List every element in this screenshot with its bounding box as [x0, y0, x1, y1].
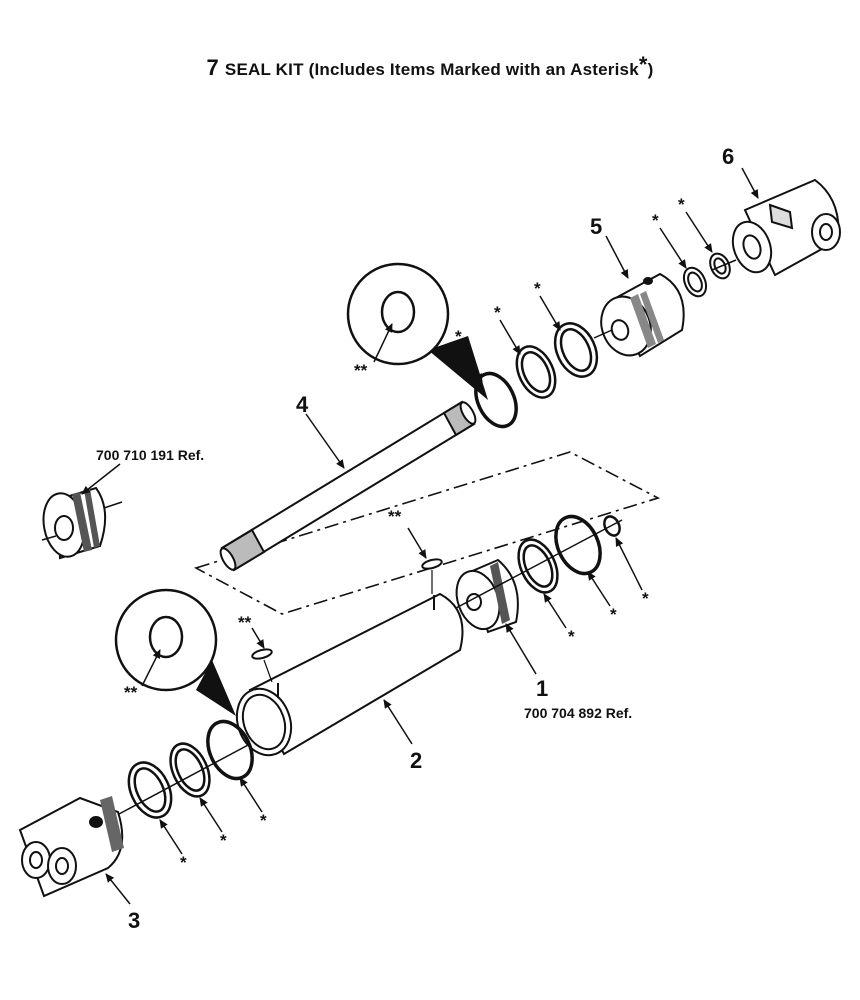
o-ring-upper: [474, 371, 518, 429]
base-clevis-part: [18, 796, 124, 898]
asterisk-rod-seal: *: [678, 195, 685, 214]
callout-3: 3: [128, 908, 140, 933]
seal-detail-lower: [114, 588, 236, 716]
title-asterisk: *: [638, 52, 648, 77]
title-text: SEAL KIT (Includes Items Marked with an …: [224, 60, 639, 79]
rod-wiper-seal: [709, 252, 731, 280]
pin-upper: [421, 558, 443, 570]
asterisk-piston-o-ring: *: [610, 605, 617, 624]
callout-1: 1: [536, 676, 548, 701]
seal-detail-upper: [346, 262, 488, 400]
callout-2: 2: [410, 748, 422, 773]
axis-line-piston-left: [41, 535, 57, 541]
piston-rod-part: [219, 400, 477, 572]
asterisk-backup-ring: *: [494, 303, 501, 322]
assembly-boundary: [193, 451, 661, 615]
retaining-ring: [553, 322, 599, 378]
gland-part: [600, 272, 685, 358]
callout-5: 5: [590, 214, 602, 239]
double-asterisk-detail-lower: **: [124, 683, 138, 702]
double-asterisk-pin-upper: **: [388, 507, 402, 526]
callout-4: 4: [296, 392, 309, 417]
rod-seal: [682, 266, 708, 298]
axis-line-piston-item1: [455, 519, 623, 609]
pin-lower: [251, 648, 273, 660]
axis-line-piston-right: [103, 501, 123, 509]
backup-ring-upper: [515, 345, 557, 399]
piston-ref-label: 700 710 191 Ref.: [96, 447, 204, 463]
piston-ref-part: [42, 486, 107, 560]
title-close: ): [647, 60, 654, 79]
asterisk-piston-small-ring: *: [642, 589, 649, 608]
asterisk-rod-wiper: *: [652, 211, 659, 230]
item1-ref-label: 700 704 892 Ref.: [524, 705, 632, 721]
asterisk-lower-o-ring: *: [260, 811, 267, 830]
axis-line-lower: [103, 743, 251, 823]
retaining-ring-lower: [127, 761, 173, 819]
callout-6: 6: [722, 144, 734, 169]
double-asterisk-detail-upper: **: [354, 361, 368, 380]
axis-line-gland: [593, 329, 613, 339]
title-kit-number: 7: [206, 55, 219, 80]
double-asterisk-pin-lower: **: [238, 613, 252, 632]
barrel-part: [235, 592, 464, 757]
asterisk-lower-retaining: *: [180, 853, 187, 872]
asterisk-piston-backup: *: [568, 627, 575, 646]
leader-lines: [81, 167, 759, 905]
page-title: 7 SEAL KIT (Includes Items Marked with an…: [0, 52, 860, 81]
piston-item1-part: [455, 558, 519, 634]
asterisk-lower-backup: *: [220, 831, 227, 850]
rod-clevis-part: [731, 178, 841, 277]
asterisk-o-ring: *: [455, 327, 462, 346]
asterisk-retaining-ring: *: [534, 279, 541, 298]
backup-ring-lower: [169, 742, 211, 798]
pin-guide-lower: [263, 659, 273, 683]
